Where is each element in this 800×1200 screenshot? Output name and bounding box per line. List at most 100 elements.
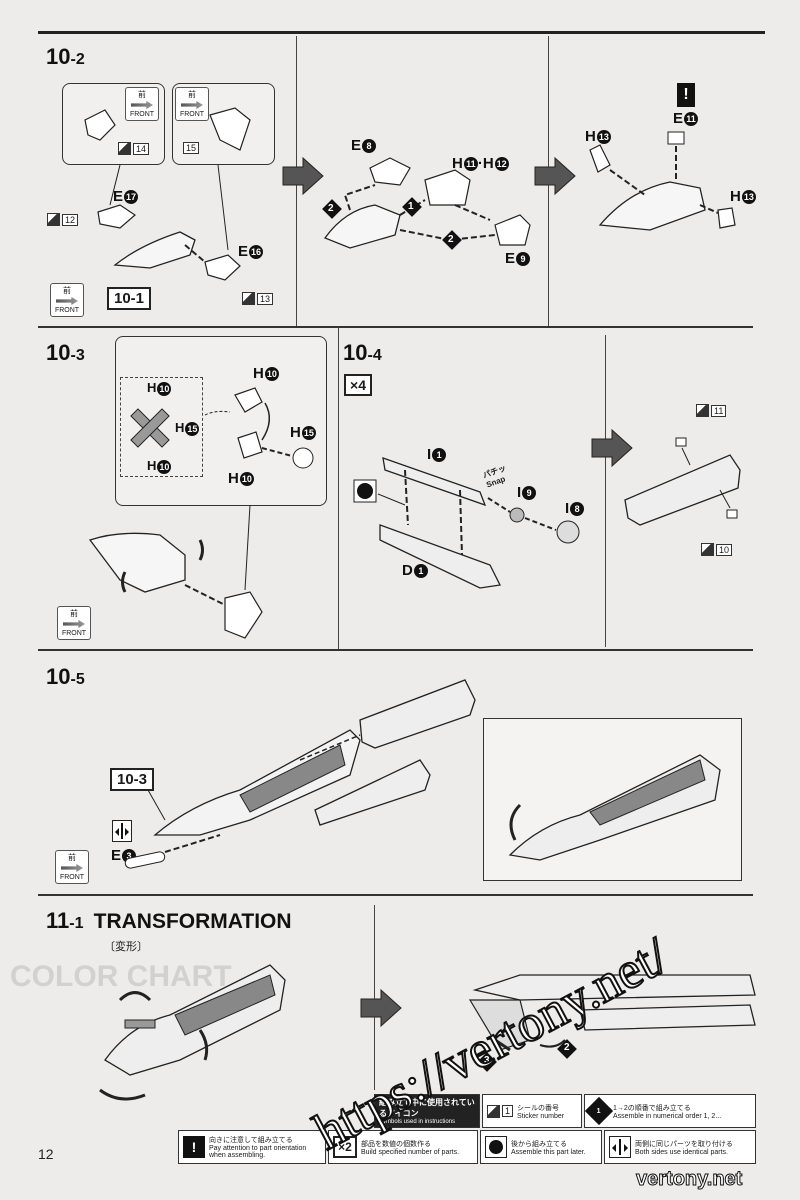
sticker-10: 10 (701, 543, 733, 556)
sticker-number: 1 (502, 1105, 514, 1117)
legend-jp: 後から組み立てる (511, 1140, 567, 1148)
order-number: 2 (448, 234, 454, 245)
sticker-15: 15 (183, 142, 200, 154)
legend-jp: 1→2の順番で組み立てる (613, 1104, 691, 1112)
multiplier-badge: ×4 (344, 374, 372, 396)
detail-box (120, 377, 203, 477)
front-jp: 前 (68, 853, 76, 862)
step-10-2-label: 10-2 (46, 44, 85, 70)
big-arrow-icon (534, 156, 576, 196)
legend-en: Assemble this part later. (511, 1148, 586, 1156)
part-letter: I (427, 446, 432, 463)
sticker-icon (701, 543, 714, 556)
sticker-13: 13 (242, 292, 274, 305)
front-jp: 前 (188, 90, 196, 99)
order-number: 2 (564, 1042, 570, 1053)
part-letter: I (517, 484, 522, 501)
part-number: 11 (463, 157, 478, 172)
part-number: 1 (413, 564, 428, 579)
front-arrow-icon (131, 101, 153, 109)
part-number: 17 (124, 190, 139, 205)
sticker-icon (487, 1104, 500, 1118)
part-number: 10 (157, 459, 172, 474)
step-major: 11 (46, 908, 70, 933)
step-major: 10 (46, 340, 71, 365)
sticker-number: 13 (257, 292, 274, 305)
part-letter: I (565, 500, 570, 517)
footer-watermark: vertony.net (635, 1168, 743, 1191)
step-minor: -1 (69, 915, 84, 932)
part-number: 11 (684, 112, 699, 127)
sticker-number: 14 (133, 142, 150, 155)
part-number: 10 (157, 381, 172, 396)
front-en: FRONT (61, 630, 87, 637)
part-number: 15 (301, 426, 316, 441)
attention-icon: ! (677, 83, 695, 107)
part-letter: H (147, 380, 157, 395)
part-number: 9 (516, 252, 531, 267)
part-number: 10 (239, 472, 254, 487)
legend-en: Sticker number (517, 1112, 565, 1120)
front-arrow-icon (56, 297, 78, 305)
legend-jp: 部品を数値の個数作る (361, 1140, 431, 1148)
sticker-number: 15 (183, 142, 200, 154)
front-arrow-icon (61, 864, 83, 872)
divider (374, 905, 375, 1090)
sticker-11: 11 (696, 404, 727, 417)
legend-en: Both sides use identical parts. (635, 1148, 728, 1156)
ref-10-3: 10-3 (110, 768, 155, 791)
part-number: 9 (522, 486, 537, 501)
legend-jp: 両側に同じパーツを取り付ける (635, 1140, 733, 1148)
part-letter: H (585, 128, 596, 145)
part-letter: H (175, 420, 185, 435)
front-jp: 前 (70, 609, 78, 618)
front-en: FRONT (54, 307, 80, 314)
step-10-4-label: 10-4 (343, 340, 382, 366)
part-number: 8 (362, 139, 377, 154)
legend-sticker-icon: 1 (487, 1104, 514, 1118)
page-number: 12 (38, 1146, 54, 1162)
part-letter: D (402, 562, 413, 579)
order-number: 2 (328, 203, 334, 214)
part-number: 10 (264, 367, 279, 382)
both-sides-icon (609, 1136, 631, 1158)
step-minor: -3 (70, 347, 85, 364)
sticker-icon (696, 404, 709, 417)
part-letter: H (228, 470, 239, 487)
part-letter: E (505, 250, 516, 267)
order-number: 1 (408, 201, 414, 212)
top-rule (38, 31, 765, 34)
ref-10-1: 10-1 (107, 287, 152, 310)
step-major: 10 (343, 340, 368, 365)
step-10-5-label: 10-5 (46, 664, 85, 690)
section-rule (38, 326, 753, 328)
big-arrow-icon (591, 428, 633, 468)
later-icon (485, 1136, 507, 1158)
part-number: 8 (570, 502, 585, 517)
